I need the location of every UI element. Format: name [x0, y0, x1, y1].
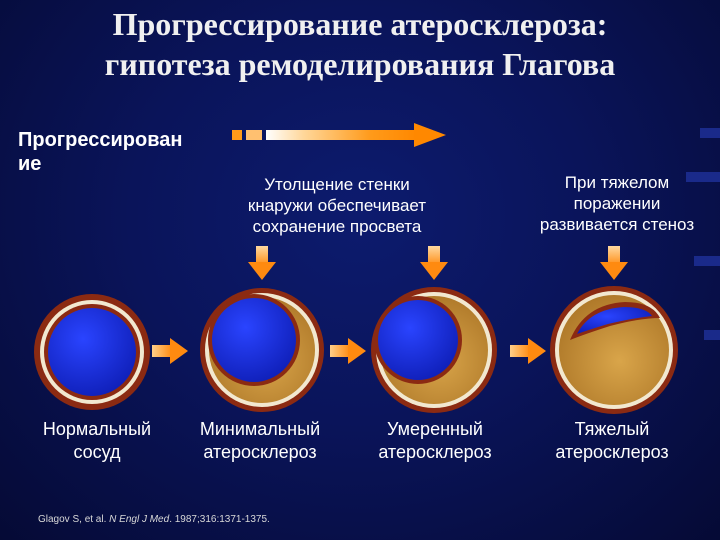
- vessel-label-line: атеросклероз: [378, 442, 492, 462]
- caption-line: Утолщение стенки: [264, 175, 410, 194]
- down-arrow: [420, 246, 448, 280]
- citation: Glagov S, et al. N Engl J Med. 1987;316:…: [38, 514, 270, 525]
- caption-line: При тяжелом: [564, 173, 670, 192]
- caption-line: сохранение просвета: [252, 217, 422, 236]
- caption-stenosis: При тяжелом поражении развивается стеноз: [514, 172, 720, 235]
- vessel-severe: [550, 286, 678, 414]
- vessel-label-line: Нормальный: [42, 419, 152, 439]
- progression-label: Прогрессирован ие: [18, 128, 218, 176]
- vessel-normal: [34, 294, 150, 410]
- progression-arrow: [232, 123, 446, 147]
- vessel-label-line: сосуд: [73, 442, 121, 462]
- vessel-moderate: [371, 287, 497, 413]
- caption-outward-remodeling: Утолщение стенки кнаружи обеспечивает со…: [214, 174, 460, 237]
- vessel-label-line: атеросклероз: [555, 442, 669, 462]
- citation-details: . 1987;316:1371-1375.: [169, 514, 270, 525]
- title-line-2: гипотеза ремоделирования Глагова: [104, 46, 616, 82]
- vessel-label-line: Умеренный: [387, 419, 483, 439]
- down-arrow: [248, 246, 276, 280]
- progression-label-line-2: ие: [18, 153, 42, 175]
- decor-stripe: [686, 172, 720, 182]
- vessel-label-minimal: Минимальный атеросклероз: [180, 418, 340, 464]
- vessel-label-line: атеросклероз: [203, 442, 317, 462]
- citation-authors: Glagov S, et al.: [38, 514, 107, 525]
- vessel-label-line: Тяжелый: [574, 419, 650, 439]
- title-line-1: Прогрессирование атеросклероза:: [112, 6, 608, 42]
- right-arrow: [152, 338, 188, 364]
- caption-line: кнаружи обеспечивает: [247, 196, 427, 215]
- decor-stripe: [694, 256, 720, 266]
- vessel-label-severe: Тяжелый атеросклероз: [532, 418, 692, 464]
- vessel-label-line: Минимальный: [199, 419, 321, 439]
- down-arrow: [600, 246, 628, 280]
- decor-stripe: [704, 330, 720, 340]
- vessel-minimal: [200, 288, 324, 412]
- citation-journal: N Engl J Med: [109, 514, 170, 525]
- caption-line: поражении: [573, 194, 661, 213]
- caption-line: развивается стеноз: [539, 215, 695, 234]
- right-arrow: [510, 338, 546, 364]
- decor-stripe: [700, 128, 720, 138]
- right-arrow: [330, 338, 366, 364]
- vessel-label-moderate: Умеренный атеросклероз: [355, 418, 515, 464]
- progression-label-line-1: Прогрессирован: [18, 129, 183, 151]
- slide-title: Прогрессирование атеросклероза: гипотеза…: [0, 4, 720, 84]
- vessel-label-normal: Нормальный сосуд: [22, 418, 172, 464]
